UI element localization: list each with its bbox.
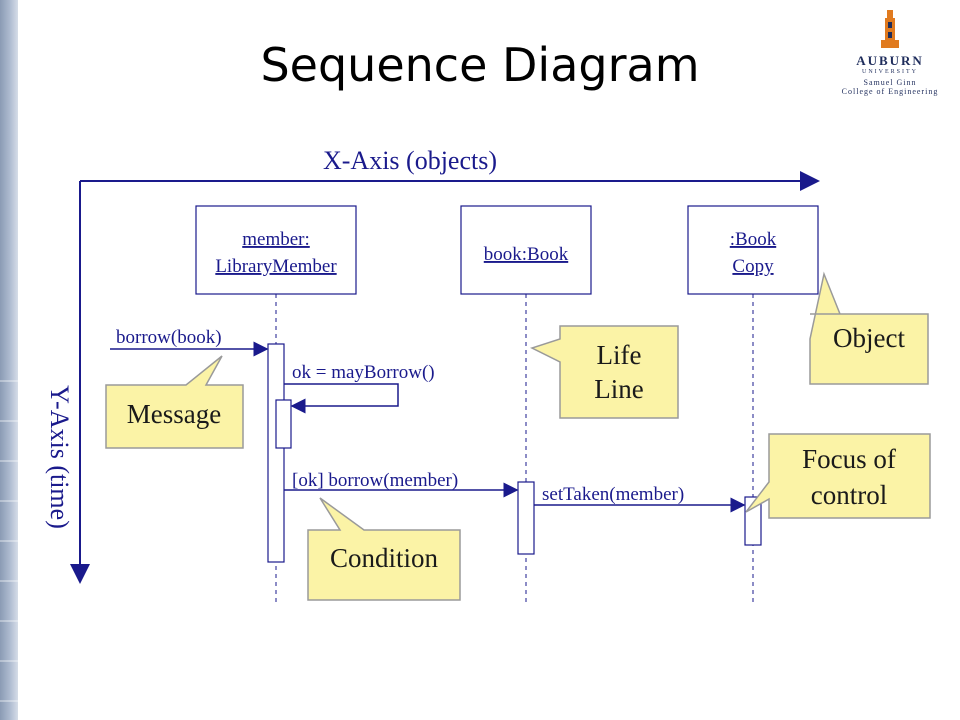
logo-line-college: College of Engineering — [841, 87, 939, 96]
callout-lifeline-text1: Life — [597, 340, 642, 370]
slide-title: Sequence Diagram — [260, 38, 700, 92]
activation-book — [517, 481, 535, 555]
object-label-bookcopy-line2: Copy — [732, 256, 774, 277]
callout-object-text: Object — [833, 323, 905, 353]
callout-message — [105, 355, 244, 449]
activation-member — [267, 343, 285, 563]
object-box-bookcopy — [687, 205, 819, 295]
message-label-borrow: borrow(book) — [116, 327, 222, 348]
message-label-maybeborrow: ok = mayBorrow() — [292, 362, 435, 383]
sequence-diagram: X-Axis (objects) Y-Axis (time) member: L… — [18, 134, 960, 646]
object-box-book — [460, 205, 592, 295]
message-arrow-maybeborrow — [284, 383, 399, 414]
callout-message-text: Message — [127, 399, 221, 429]
callout-lifeline-text2: Line — [594, 374, 643, 404]
y-axis-label: Y-Axis (time) — [45, 385, 74, 529]
object-label-member-line1: member: — [242, 229, 310, 250]
callout-object — [809, 271, 929, 385]
x-axis-label: X-Axis (objects) — [323, 146, 497, 175]
callout-focus-text1: Focus of — [802, 444, 896, 474]
auburn-logo: AUBURN UNIVERSITY Samuel Ginn College of… — [828, 8, 952, 112]
object-label-member-line2: LibraryMember — [215, 256, 337, 277]
activation-member-self — [275, 399, 292, 449]
message-label-settaken: setTaken(member) — [542, 484, 684, 505]
callout-focus — [745, 433, 931, 519]
callout-condition — [307, 497, 461, 601]
logo-line-samuel-ginn: Samuel Ginn — [863, 78, 917, 87]
logo-line-university: UNIVERSITY — [862, 69, 918, 75]
left-decorative-bar — [0, 0, 18, 720]
diagram-canvas: X-Axis (objects) Y-Axis (time) member: L… — [45, 146, 931, 604]
callout-focus-text2: control — [811, 480, 887, 510]
object-label-book: book:Book — [484, 244, 569, 265]
message-label-borrow-member: [ok] borrow(member) — [292, 470, 458, 491]
object-label-bookcopy-line1: :Book — [730, 229, 777, 250]
tower-icon — [881, 10, 899, 48]
object-box-member — [195, 205, 357, 295]
callout-condition-text: Condition — [330, 543, 439, 573]
logo-line-auburn: AUBURN — [856, 53, 924, 68]
callout-lifeline — [530, 325, 679, 419]
